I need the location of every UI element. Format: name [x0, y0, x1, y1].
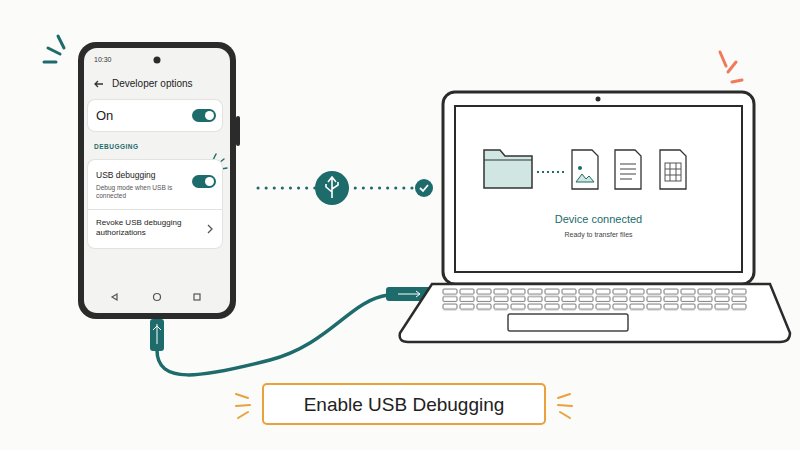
section-header: DEBUGGING: [94, 143, 184, 151]
check-mark: [415, 179, 433, 197]
settings-row: On: [88, 100, 222, 131]
sparkle: [720, 52, 742, 82]
back-arrow: [95, 81, 103, 87]
settings-row: Revoke USB debugging authorizations: [88, 210, 222, 248]
usb-plug: [150, 319, 164, 351]
camera: [154, 57, 161, 64]
nav-bar: [112, 294, 200, 301]
usb-cable: [157, 295, 388, 375]
caption-text: Enable USB Debugging: [264, 394, 544, 417]
dotted-line: [537, 171, 566, 173]
chevron: [206, 224, 214, 234]
keyboard: [442, 288, 748, 311]
phone-screen: [84, 48, 230, 313]
setting-description: Debug mode when USB is connected: [96, 184, 186, 200]
laptop-base: [400, 284, 790, 342]
caption-box: Enable USB Debugging: [262, 383, 546, 425]
setting-label: Revoke USB debugging authorizations: [96, 218, 204, 237]
camera: [596, 97, 601, 102]
file-icon: [572, 150, 686, 189]
screen-title: Developer options: [112, 78, 230, 90]
phone-button: [236, 116, 240, 146]
sparkle: [44, 36, 64, 62]
folder-icon: [484, 150, 532, 188]
laptop-lid: [443, 92, 754, 284]
laptop-screen: [455, 106, 742, 272]
toggle-switch: [192, 109, 216, 122]
phone-body: [78, 42, 236, 319]
status-subtext: Ready to transfer files: [455, 231, 742, 239]
setting-label: On: [96, 108, 176, 124]
laptop-screen-content: Device connectedReady to transfer files: [455, 106, 742, 272]
toggle-switch: [192, 175, 216, 188]
status-text: Device connected: [455, 213, 742, 226]
settings-row: USB debuggingDebug mode when USB is conn…: [88, 160, 222, 209]
trackpad: [508, 314, 628, 331]
setting-label: USB debugging: [96, 170, 188, 180]
status-time: 10:30: [94, 56, 134, 64]
phone: 10:30Developer optionsDEBUGGING OnUSB deb…: [78, 42, 236, 319]
usb-symbol: [315, 171, 349, 205]
